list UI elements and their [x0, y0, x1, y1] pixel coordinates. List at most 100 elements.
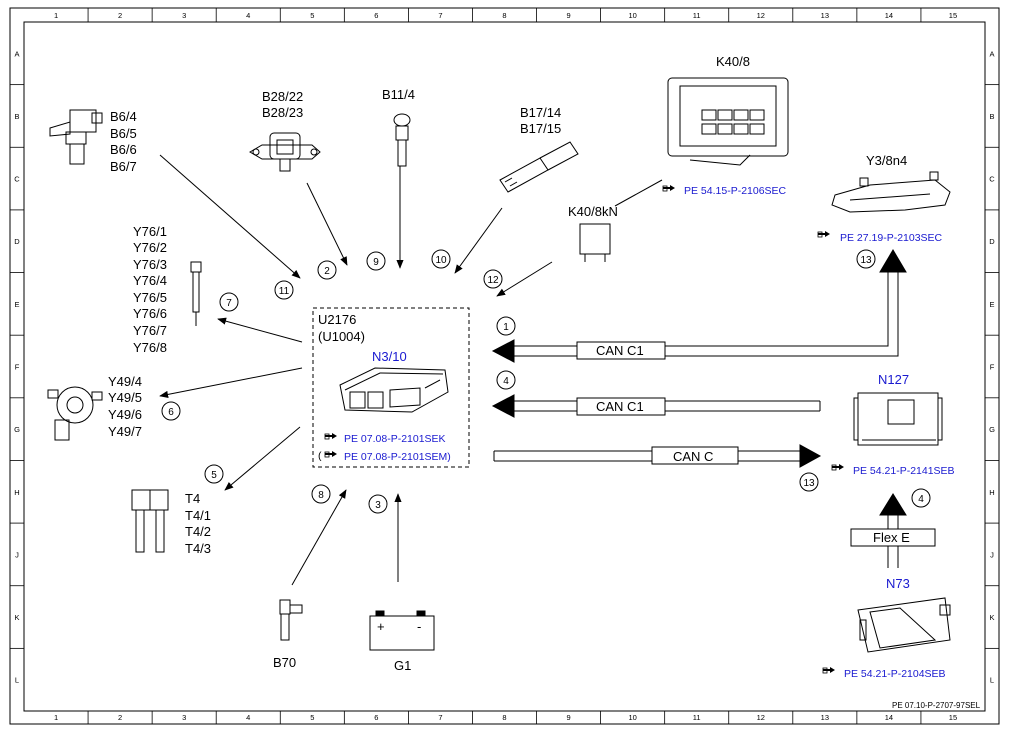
callout-13b: 13 — [803, 478, 815, 489]
label-y76-5: Y76/5 — [133, 290, 167, 305]
sensor-b6[interactable]: B6/4 B6/5 B6/6 B6/7 — [49, 109, 137, 174]
label-b6-5: B6/5 — [110, 126, 137, 141]
grid-column-label: 10 — [628, 11, 636, 20]
label-y76-6: Y76/6 — [133, 306, 167, 321]
ecu-label-u1004: (U1004) — [318, 329, 365, 344]
camshaft-sensor-icon — [49, 109, 103, 165]
solenoid-icon — [47, 386, 103, 441]
signal-arrows — [159, 154, 663, 586]
label-y49-4: Y49/4 — [108, 374, 142, 389]
grid-row-label: B — [14, 112, 19, 121]
control-unit-n73[interactable]: N73 PE 54.21-P-2104SEB — [822, 576, 951, 680]
k40-ref[interactable]: PE 54.15-P-2106SEC — [684, 185, 787, 197]
label-t4: T4 — [185, 491, 200, 506]
grid-column-label: 6 — [374, 11, 378, 20]
grid-column-label: 8 — [502, 713, 506, 722]
grid-column-label: 9 — [566, 11, 570, 20]
grid-column-label: 13 — [821, 713, 829, 722]
grid-row-label: J — [990, 550, 994, 559]
callout-12: 12 — [487, 275, 499, 286]
label-y76-8: Y76/8 — [133, 340, 167, 355]
grid-column-label: 3 — [182, 11, 186, 20]
reference-hand-icon — [831, 463, 845, 471]
arrow-head-right — [799, 444, 822, 468]
grid-column-label: 4 — [246, 11, 250, 20]
label-b70: B70 — [273, 655, 296, 670]
label-b6-6: B6/6 — [110, 142, 137, 157]
bus-label-can-c1-a[interactable]: CAN C1 — [576, 341, 666, 360]
bus-label-flex-e[interactable]: Flex E — [850, 528, 936, 547]
number-callouts — [161, 249, 931, 514]
injectors-y76[interactable]: Y76/1 Y76/2 Y76/3 Y76/4 Y76/5 Y76/6 Y76/… — [133, 224, 202, 355]
label-y49-7: Y49/7 — [108, 424, 142, 439]
sensor-b70[interactable]: B70 — [273, 599, 303, 670]
n73-ref[interactable]: PE 54.21-P-2104SEB — [844, 668, 946, 680]
injector-icon — [190, 261, 202, 326]
grid-column-label: 8 — [502, 11, 506, 20]
ecu-module-drawing — [339, 367, 449, 413]
fuse-relay-box-k40-8[interactable]: K40/8 PE 54.15-P-2106SEC — [662, 54, 789, 197]
arrow-head-left — [491, 394, 515, 418]
battery-icon — [369, 610, 435, 651]
ecu-n3-10[interactable]: U2176 (U1004) N3/10 PE 07.08-P-2101SEK (… — [312, 307, 470, 468]
number-callout-text: 1 2 3 4 4 5 6 7 8 9 10 11 12 13 13 — [168, 255, 924, 511]
grid-row-label: K — [14, 613, 19, 622]
bus-label-can-c[interactable]: CAN C — [651, 446, 739, 465]
sensor-b17[interactable]: B17/14 B17/15 — [499, 105, 579, 193]
grid-column-label: 5 — [310, 713, 314, 722]
grid-column-label: 2 — [118, 713, 122, 722]
label-y76-3: Y76/3 — [133, 257, 167, 272]
grid-column-label: 14 — [885, 713, 893, 722]
actuators-y49[interactable]: Y49/4 Y49/5 Y49/6 Y49/7 — [47, 374, 142, 441]
battery-minus: - — [417, 619, 421, 634]
grid-column-label: 13 — [821, 11, 829, 20]
control-unit-icon — [853, 392, 943, 446]
relay-k40-8kn[interactable]: K40/8kN — [568, 204, 618, 262]
callout-4b: 4 — [918, 494, 924, 505]
bus-label-text: CAN C — [673, 449, 713, 464]
grid-column-label: 1 — [54, 713, 58, 722]
intake-air-sensor-icon — [499, 141, 579, 193]
label-t4-2: T4/2 — [185, 524, 211, 539]
ignition-coils-t4[interactable]: T4 T4/1 T4/2 T4/3 — [131, 489, 211, 556]
sensor-b11-4[interactable]: B11/4 — [382, 87, 415, 167]
grid-column-label: 11 — [693, 713, 701, 722]
label-b17-15: B17/15 — [520, 121, 561, 136]
grid-row-label: D — [989, 237, 995, 246]
can-c1-line-a-bottom — [514, 272, 899, 357]
ecu-ref-2[interactable]: PE 07.08-P-2101SEM) — [344, 451, 451, 463]
reference-hand-icon — [817, 230, 831, 238]
relay-icon — [579, 223, 611, 262]
bus-label-can-c1-b[interactable]: CAN C1 — [576, 397, 666, 416]
grid-row-label: H — [989, 488, 994, 497]
grid-column-label: 12 — [757, 11, 765, 20]
grid-column-label: 15 — [949, 713, 957, 722]
grid-column-label: 4 — [246, 713, 250, 722]
callout-2: 2 — [324, 266, 330, 277]
crankshaft-sensor-icon — [279, 599, 303, 641]
grid-column-label: 7 — [438, 713, 442, 722]
sensor-b28[interactable]: B28/22 B28/23 — [249, 89, 321, 172]
arrow-head-left — [491, 339, 515, 363]
ecu-ref-1[interactable]: PE 07.08-P-2101SEK — [344, 433, 446, 445]
battery-g1[interactable]: + - G1 — [369, 610, 435, 673]
y3-ref[interactable]: PE 27.19-P-2103SEC — [840, 232, 943, 244]
grid-row-label: L — [15, 676, 19, 685]
callout-8: 8 — [318, 490, 324, 501]
grid-row-label: C — [989, 175, 995, 184]
label-y49-6: Y49/6 — [108, 407, 142, 422]
bus-label-text: CAN C1 — [596, 343, 644, 358]
valve-body-y3-8n4[interactable]: Y3/8n4 PE 27.19-P-2103SEC — [817, 153, 951, 244]
grid-row-label: E — [989, 300, 994, 309]
n127-ref[interactable]: PE 54.21-P-2141SEB — [853, 465, 955, 477]
label-k40-8kn: K40/8kN — [568, 204, 618, 219]
callout-7: 7 — [226, 298, 232, 309]
label-y76-1: Y76/1 — [133, 224, 167, 239]
label-t4-1: T4/1 — [185, 508, 211, 523]
arrow-b28-to-ecu — [306, 182, 348, 266]
grid-row-label: A — [14, 49, 19, 58]
control-unit-n127[interactable]: N127 PE 54.21-P-2141SEB — [831, 372, 955, 477]
grid-column-label: 11 — [693, 11, 701, 20]
grid-column-label: 9 — [566, 713, 570, 722]
callout-5: 5 — [211, 470, 217, 481]
